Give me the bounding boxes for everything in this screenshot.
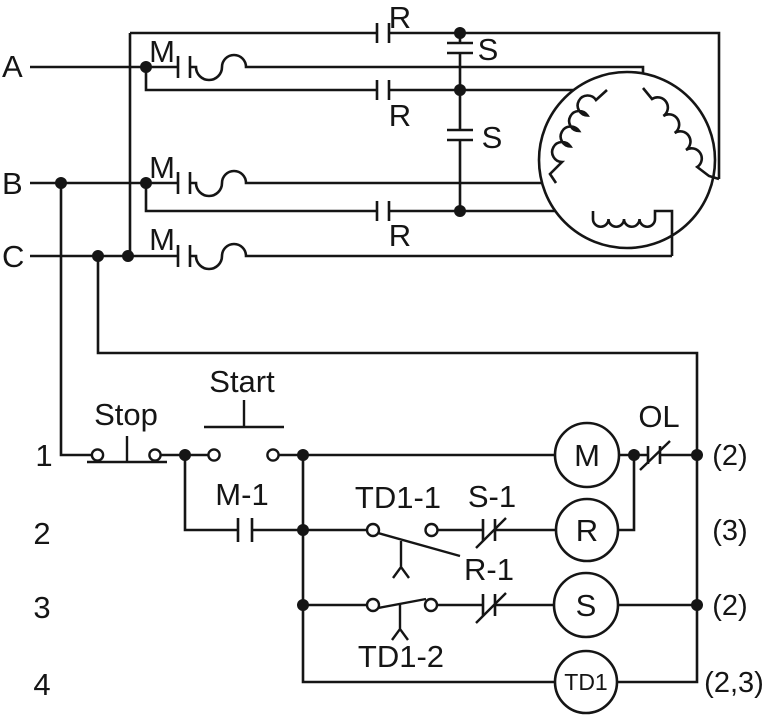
control-section: Stop Start 1 2 3 4 M-1 TD1-1 S-1 R-1 TD1… — [33, 183, 764, 715]
td1-2-contact — [365, 597, 439, 641]
td1-1-contact — [365, 522, 461, 579]
coil-td1 — [553, 649, 619, 715]
r-contact-bottom — [375, 201, 391, 221]
motor-symbol — [537, 70, 720, 256]
rung3-ref: (2) — [712, 590, 747, 622]
td1-1-label: TD1-1 — [355, 480, 441, 515]
motor-winding-bottom — [591, 209, 674, 256]
s1-label: S-1 — [468, 479, 516, 514]
m-contact-a-label: M — [149, 34, 175, 69]
motor-winding-left — [548, 89, 608, 184]
phase-b-label: B — [2, 166, 23, 201]
coil-td1-label: TD1 — [564, 669, 607, 695]
rung4-number: 4 — [33, 667, 50, 702]
phase-c-label: C — [2, 239, 24, 274]
r-contact-bottom-label: R — [389, 218, 411, 253]
coil-s-label: S — [576, 588, 597, 623]
left-rail-wire — [59, 183, 92, 457]
motor-winding-right — [641, 87, 720, 181]
phase-a-label: A — [2, 49, 23, 84]
rung3-number: 3 — [33, 590, 50, 625]
s-contact-bottom-label: S — [482, 120, 503, 155]
r-contact-mid — [375, 80, 391, 100]
m-contact-b — [176, 172, 192, 194]
m-contact-a — [176, 56, 192, 78]
s-contact-top-label: S — [478, 32, 499, 67]
s1-contact — [475, 517, 507, 549]
stop-pushbutton — [87, 436, 167, 464]
ol-contact — [639, 440, 671, 471]
m-contact-c — [176, 245, 192, 267]
start-pushbutton — [204, 400, 284, 462]
rung2-number: 2 — [33, 516, 50, 551]
rung1-number: 1 — [35, 438, 52, 473]
top-rail-wire — [130, 31, 721, 179]
ladder-junction-dots — [179, 449, 703, 611]
ol-label: OL — [638, 399, 679, 434]
r-contact-mid-label: R — [389, 98, 411, 133]
m1-label: M-1 — [215, 477, 268, 512]
r1-contact — [475, 592, 507, 624]
r-contact-top — [375, 23, 391, 43]
rung2-wire-a — [183, 455, 238, 532]
coil-r-label: R — [576, 513, 598, 548]
rung2-wire-e — [618, 455, 636, 532]
m1-contact — [236, 518, 254, 542]
rung1-ref: (2) — [712, 440, 747, 472]
branch-a-wire — [144, 67, 607, 92]
motor-circle — [537, 70, 717, 250]
right-rail-wire — [96, 256, 699, 684]
phase-b-wire — [30, 169, 556, 198]
r1-label: R-1 — [464, 552, 514, 587]
branch-b-wire — [144, 183, 593, 213]
m-contact-b-label: M — [149, 150, 175, 185]
rung2-ref: (3) — [712, 515, 747, 547]
stop-label: Stop — [94, 397, 158, 432]
coil-m-label: M — [574, 438, 600, 473]
power-section: A B C M M M R R R S S — [2, 0, 721, 274]
td1-2-label: TD1-2 — [358, 639, 444, 674]
start-label: Start — [209, 364, 275, 399]
rung4-ref: (2,3) — [704, 667, 764, 699]
r-contact-top-label: R — [389, 0, 411, 35]
m-contact-c-label: M — [149, 222, 175, 257]
phase-a-wire — [30, 53, 645, 88]
